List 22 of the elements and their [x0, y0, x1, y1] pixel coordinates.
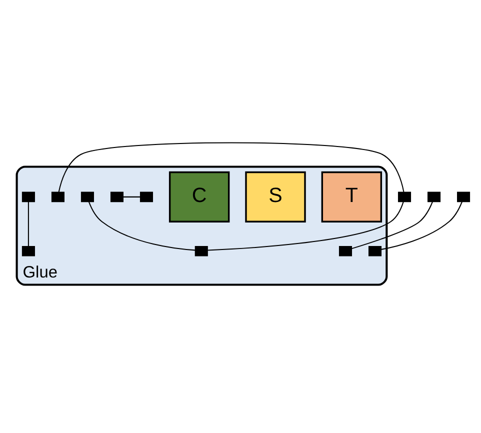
node-box	[51, 192, 64, 202]
node-box	[368, 246, 382, 256]
node-box	[338, 246, 352, 256]
node-box	[22, 246, 35, 256]
node-box	[110, 192, 124, 202]
node-box	[428, 192, 441, 202]
node-box: T	[321, 171, 382, 222]
connector	[58, 142, 404, 192]
node-box	[398, 192, 412, 202]
node-box: S	[245, 171, 306, 222]
connector	[381, 202, 462, 250]
node-box	[22, 192, 35, 202]
node-box	[140, 192, 153, 202]
connector	[352, 202, 433, 250]
node-box	[80, 192, 94, 202]
connector	[28, 202, 29, 246]
connector	[123, 196, 140, 198]
node-box	[457, 192, 470, 202]
node-box	[194, 246, 208, 256]
connector	[208, 202, 404, 251]
connector	[88, 202, 196, 251]
node-box: C	[168, 171, 230, 222]
